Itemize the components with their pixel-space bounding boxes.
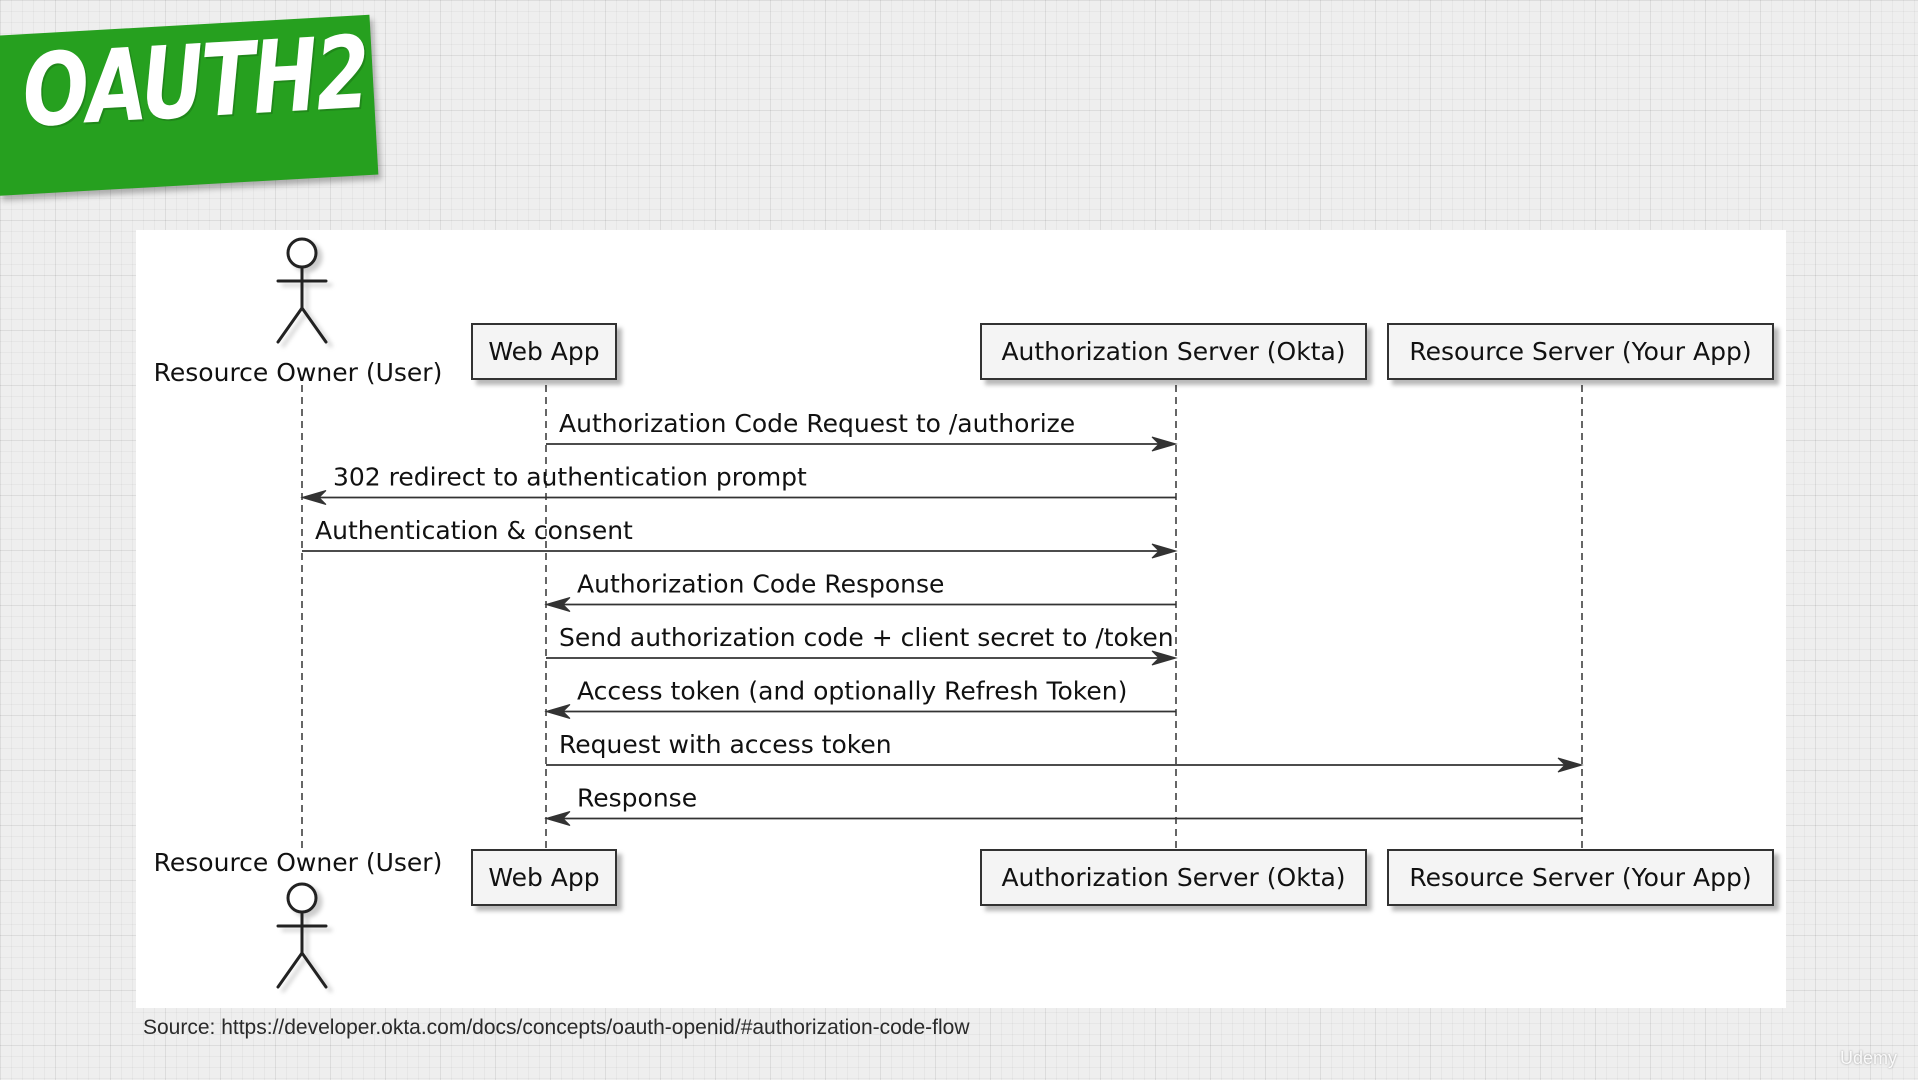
udemy-watermark: Udemy [1840, 1048, 1898, 1068]
participant-user-bottom-label: Resource Owner (User) [154, 848, 443, 877]
message-8: Response [544, 784, 1582, 826]
message-1-label: Authorization Code Request to /authorize [559, 409, 1075, 438]
message-5: Send authorization code + client secret … [546, 623, 1178, 666]
participant-webapp-top-box: Web App [471, 323, 617, 380]
participant-box-rect [1387, 323, 1774, 380]
message-arrowhead [544, 597, 571, 612]
participant-resserver-bottom-label: Resource Server (Your App) [1409, 863, 1751, 892]
message-8-label: Response [577, 784, 697, 813]
message-2-label: 302 redirect to authentication prompt [333, 463, 807, 492]
message-arrowhead [544, 704, 571, 719]
participant-box-rect [1387, 849, 1774, 906]
message-4-label: Authorization Code Response [577, 570, 944, 599]
participant-webapp-top-label: Web App [488, 337, 599, 366]
participant-resserver-top-label: Resource Server (Your App) [1409, 337, 1751, 366]
participant-box-rect [980, 323, 1367, 380]
message-6-label: Access token (and optionally Refresh Tok… [577, 677, 1127, 706]
message-7: Request with access token [546, 730, 1584, 773]
participant-box-rect [980, 849, 1367, 906]
source-caption: Source: https://developer.okta.com/docs/… [143, 1016, 970, 1039]
message-arrowhead [300, 490, 327, 505]
message-arrowhead [1151, 543, 1178, 559]
message-3: Authentication & consent [302, 516, 1178, 559]
message-2: 302 redirect to authentication prompt [300, 463, 1176, 505]
message-arrowhead [1151, 436, 1178, 452]
banner-title: OAUTH2 [19, 13, 371, 150]
sequence-diagram: Authorization Code Request to /authorize… [154, 237, 1774, 989]
message-arrowhead [1151, 650, 1178, 666]
participant-box-rect [471, 323, 617, 380]
message-1: Authorization Code Request to /authorize [546, 409, 1178, 452]
participant-resserver-top-box: Resource Server (Your App) [1387, 323, 1774, 380]
participant-webapp-bottom-box: Web App [471, 849, 617, 906]
actor-user-top-figure [276, 237, 328, 344]
message-arrowhead [1557, 757, 1584, 773]
participant-authserver-bottom-label: Authorization Server (Okta) [1001, 863, 1345, 892]
participant-authserver-top-box: Authorization Server (Okta) [980, 323, 1367, 380]
participant-webapp-bottom-label: Web App [488, 863, 599, 892]
participant-resserver-bottom-box: Resource Server (Your App) [1387, 849, 1774, 906]
participant-user-top-label: Resource Owner (User) [154, 358, 443, 387]
message-3-label: Authentication & consent [315, 516, 633, 545]
actor-user-bottom-figure [276, 882, 328, 989]
participant-authserver-bottom-box: Authorization Server (Okta) [980, 849, 1367, 906]
message-4: Authorization Code Response [544, 570, 1176, 612]
message-arrowhead [544, 811, 571, 826]
participant-authserver-top-label: Authorization Server (Okta) [1001, 337, 1345, 366]
message-7-label: Request with access token [559, 730, 892, 759]
message-5-label: Send authorization code + client secret … [559, 623, 1174, 652]
participant-box-rect [471, 849, 617, 906]
message-6: Access token (and optionally Refresh Tok… [544, 677, 1176, 719]
sequence-diagram-panel: Authorization Code Request to /authorize… [136, 230, 1786, 1008]
